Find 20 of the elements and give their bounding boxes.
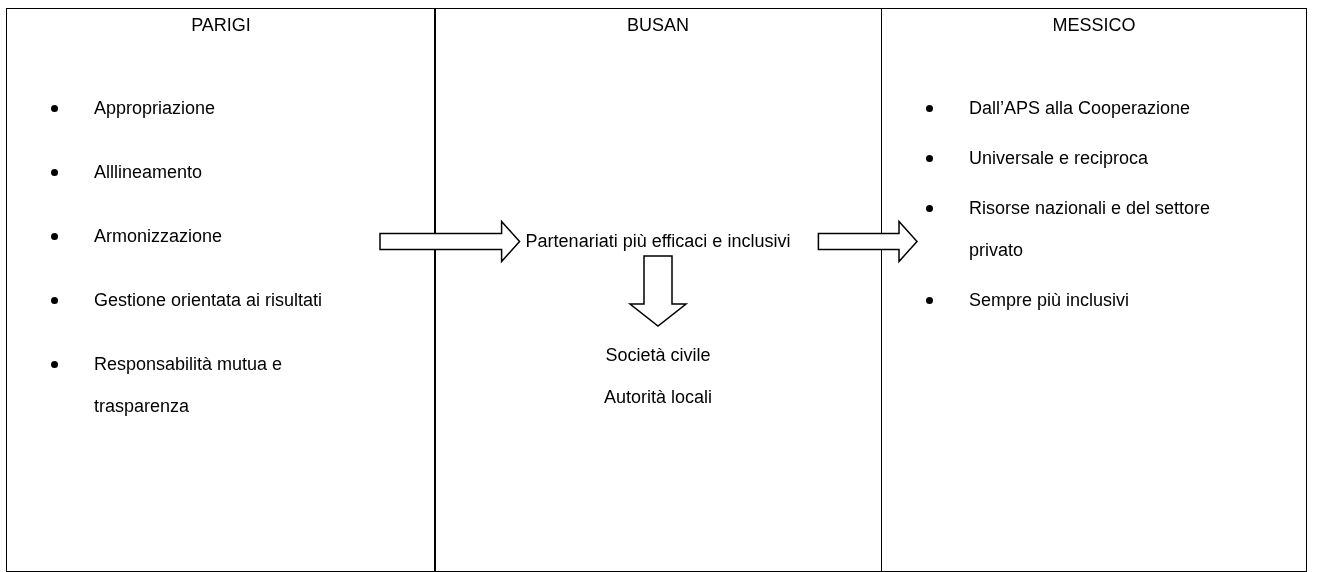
list-item: Universale e reciproca xyxy=(969,147,1149,170)
table-column xyxy=(881,8,1307,572)
list-item: Dall’APS alla Cooperazione xyxy=(969,97,1191,120)
text-label: Società civile xyxy=(604,344,712,367)
block-arrow xyxy=(627,255,689,327)
list-item: Risorse nazionali e del settore privato xyxy=(969,197,1212,262)
list-item: Appropriazione xyxy=(94,97,216,120)
list-item: Sempre più inclusivi xyxy=(969,289,1130,312)
text-label: Partenariati più efficaci e inclusivi xyxy=(525,231,791,252)
column-heading: MESSICO xyxy=(1052,15,1136,36)
list-item: Gestione orientata ai risultati xyxy=(94,289,323,312)
table-column xyxy=(6,8,436,572)
block-arrow xyxy=(379,219,521,264)
list-item: Alllineamento xyxy=(94,161,203,184)
column-heading: PARIGI xyxy=(191,15,251,36)
text-label: Autorità locali xyxy=(603,386,713,409)
list-item: Armonizzazione xyxy=(94,225,223,248)
column-heading: BUSAN xyxy=(627,15,689,36)
list-item: Responsabilità mutua e trasparenza xyxy=(94,353,284,418)
block-arrow xyxy=(817,219,918,264)
